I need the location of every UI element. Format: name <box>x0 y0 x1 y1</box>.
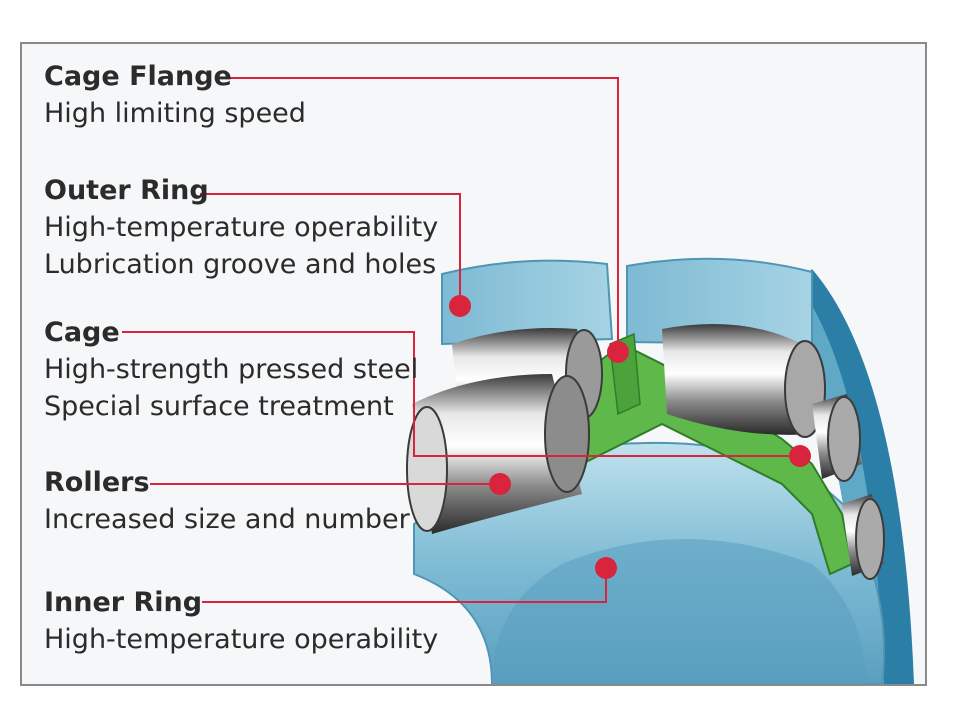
label-desc: High-temperature operability <box>44 212 439 243</box>
label-desc: High-temperature operability <box>44 624 439 655</box>
leader-cage-flange <box>222 77 619 352</box>
callout-dots <box>449 295 811 579</box>
roller-right-2 <box>842 494 885 580</box>
label-title: Cage <box>44 317 120 348</box>
label-desc: High-strength pressed steel <box>44 354 419 385</box>
dot-cage <box>789 445 811 467</box>
dot-outer-ring <box>449 295 471 317</box>
leader-inner-ring <box>202 568 607 603</box>
outer-ring-left-block <box>441 259 614 346</box>
label-cage: Cage High-strength pressed steel Special… <box>44 314 418 425</box>
label-inner-ring: Inner Ring High-temperature operability <box>44 584 438 658</box>
roller-back-2 <box>662 324 826 438</box>
label-title: Outer Ring <box>44 175 209 206</box>
label-title: Rollers <box>44 467 150 498</box>
label-cage-flange: Cage Flange High limiting speed <box>44 58 306 132</box>
label-title: Cage Flange <box>44 61 232 92</box>
outer-ring-arc <box>782 269 914 684</box>
label-title: Inner Ring <box>44 587 203 618</box>
label-outer-ring: Outer Ring High-temperature operability … <box>44 172 438 283</box>
leader-cage <box>122 331 800 457</box>
label-desc: High limiting speed <box>44 98 306 129</box>
bearing-illustration <box>122 77 914 684</box>
label-desc: Special surface treatment <box>44 391 394 422</box>
dot-inner-ring <box>595 557 617 579</box>
label-desc: Lubrication groove and holes <box>44 249 437 280</box>
dot-cage-flange <box>607 341 629 363</box>
label-desc: Increased size and number <box>44 504 410 535</box>
roller-front <box>406 374 590 534</box>
label-rollers: Rollers Increased size and number <box>44 464 410 538</box>
dot-rollers <box>489 473 511 495</box>
roller-right-1 <box>812 394 862 482</box>
inner-ring-bore <box>492 539 867 684</box>
diagram-frame: Cage Flange High limiting speed Outer Ri… <box>20 42 927 686</box>
outer-ring-right-block <box>626 257 813 346</box>
leader-lines <box>122 77 800 603</box>
leader-outer-ring <box>200 193 461 306</box>
